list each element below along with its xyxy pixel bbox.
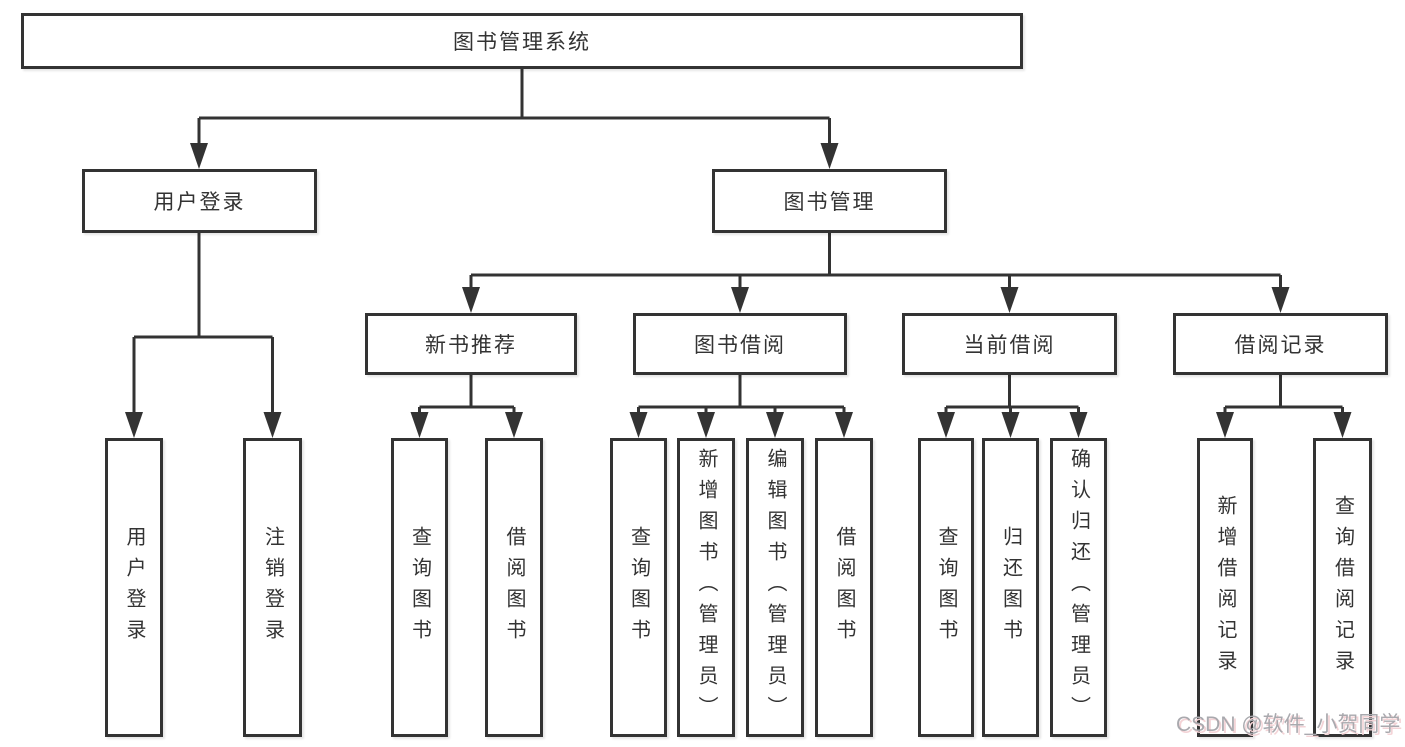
leaf-borrow-books: 借阅图书 [815, 438, 873, 737]
node-borrowing-records: 借阅记录 [1173, 313, 1388, 375]
leaf-confirm-return-admin: 确认归还（管理员） [1050, 438, 1107, 737]
leaf-add-book-admin: 新增图书（管理员） [677, 438, 735, 737]
node-user-login-group-label: 用户登录 [153, 191, 246, 214]
node-library-management-system: 图书管理系统 [21, 13, 1023, 69]
node-new-book-recommendation: 新书推荐 [365, 313, 577, 375]
node-current-borrowing: 当前借阅 [902, 313, 1117, 375]
leaf-logout-label: 注销登录 [261, 525, 284, 650]
node-book-management: 图书管理 [712, 169, 947, 233]
leaf-borrow-books-recommend: 借阅图书 [485, 438, 543, 737]
node-current-borrowing-label: 当前借阅 [963, 334, 1056, 357]
leaf-return-books: 归还图书 [982, 438, 1039, 737]
leaf-edit-book-admin: 编辑图书（管理员） [746, 438, 804, 737]
node-book-borrowing: 图书借阅 [633, 313, 847, 375]
leaf-add-book-admin-label: 新增图书（管理员） [695, 448, 717, 727]
leaf-query-books-current: 查询图书 [918, 438, 974, 737]
node-book-borrowing-label: 图书借阅 [694, 334, 786, 357]
leaf-borrow-books-recommend-label: 借阅图书 [503, 525, 525, 650]
leaf-user-login-label: 用户登录 [123, 525, 145, 650]
node-user-login-group: 用户登录 [82, 169, 317, 233]
leaf-confirm-return-admin-label: 确认归还（管理员） [1067, 448, 1090, 727]
leaf-edit-book-admin-label: 编辑图书（管理员） [764, 448, 786, 727]
leaf-add-borrow-record-label: 新增借阅记录 [1214, 494, 1236, 681]
leaf-query-books-recommend: 查询图书 [391, 438, 448, 737]
leaf-logout: 注销登录 [243, 438, 302, 737]
leaf-user-login: 用户登录 [105, 438, 163, 737]
leaf-query-borrow-record: 查询借阅记录 [1313, 438, 1372, 737]
node-library-management-system-label: 图书管理系统 [453, 31, 591, 54]
csdn-watermark: CSDN @软件_小贺同学 [1176, 713, 1401, 736]
leaf-query-books-recommend-label: 查询图书 [408, 525, 431, 650]
arrowheads [125, 143, 1352, 438]
node-new-book-recommendation-label: 新书推荐 [425, 334, 517, 357]
node-book-management-label: 图书管理 [783, 191, 876, 214]
leaf-query-books-borrow-label: 查询图书 [627, 525, 650, 650]
leaf-query-books-borrow: 查询图书 [610, 438, 667, 737]
leaf-query-borrow-record-label: 查询借阅记录 [1331, 494, 1354, 681]
leaf-query-books-current-label: 查询图书 [935, 525, 957, 650]
leaf-return-books-label: 归还图书 [999, 525, 1022, 650]
node-borrowing-records-label: 借阅记录 [1234, 334, 1327, 357]
leaf-borrow-books-label: 借阅图书 [833, 525, 855, 650]
leaf-add-borrow-record: 新增借阅记录 [1197, 438, 1253, 737]
